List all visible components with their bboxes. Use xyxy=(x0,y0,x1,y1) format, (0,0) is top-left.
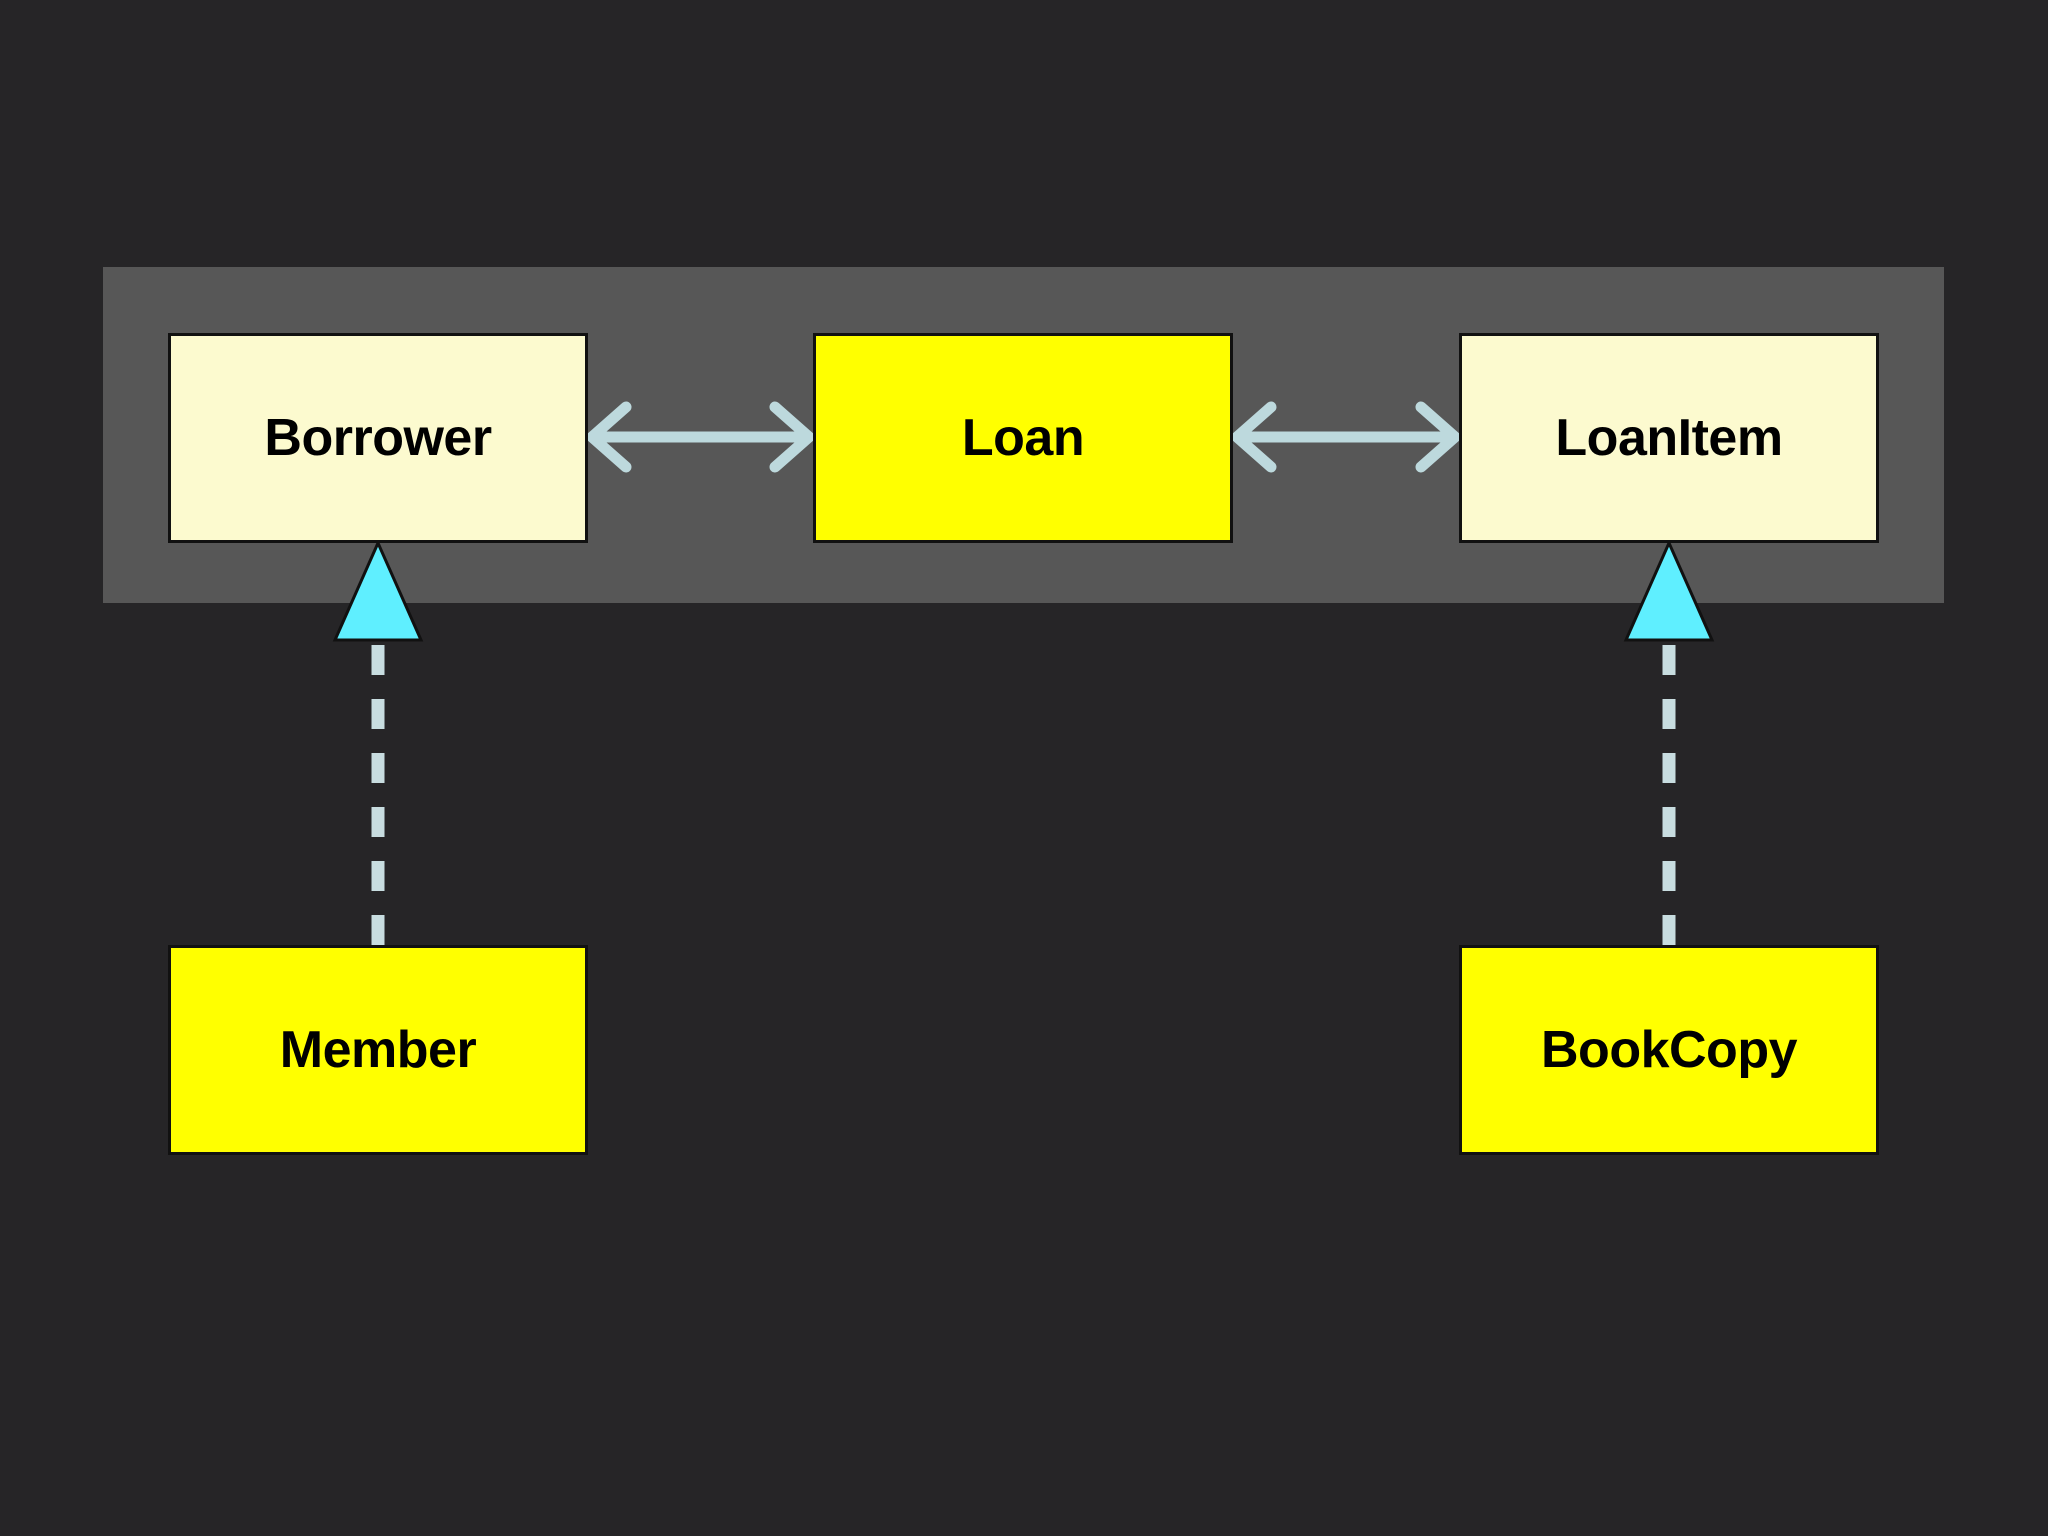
class-node-member[interactable]: Member xyxy=(168,945,588,1155)
edge-borrower-loan xyxy=(586,401,815,473)
class-node-label: Loan xyxy=(961,409,1085,467)
edge-bookcopy-loanitem xyxy=(1623,539,1715,945)
class-node-label: Member xyxy=(279,1021,477,1079)
class-node-label: LoanItem xyxy=(1555,409,1783,467)
class-node-loanitem[interactable]: LoanItem xyxy=(1459,333,1879,543)
edge-member-borrower xyxy=(332,539,424,945)
class-node-label: Borrower xyxy=(264,409,492,467)
class-node-bookcopy[interactable]: BookCopy xyxy=(1459,945,1879,1155)
class-node-label: BookCopy xyxy=(1541,1021,1798,1079)
class-node-borrower[interactable]: Borrower xyxy=(168,333,588,543)
class-node-loan[interactable]: Loan xyxy=(813,333,1233,543)
edge-loan-loanitem xyxy=(1231,401,1461,473)
